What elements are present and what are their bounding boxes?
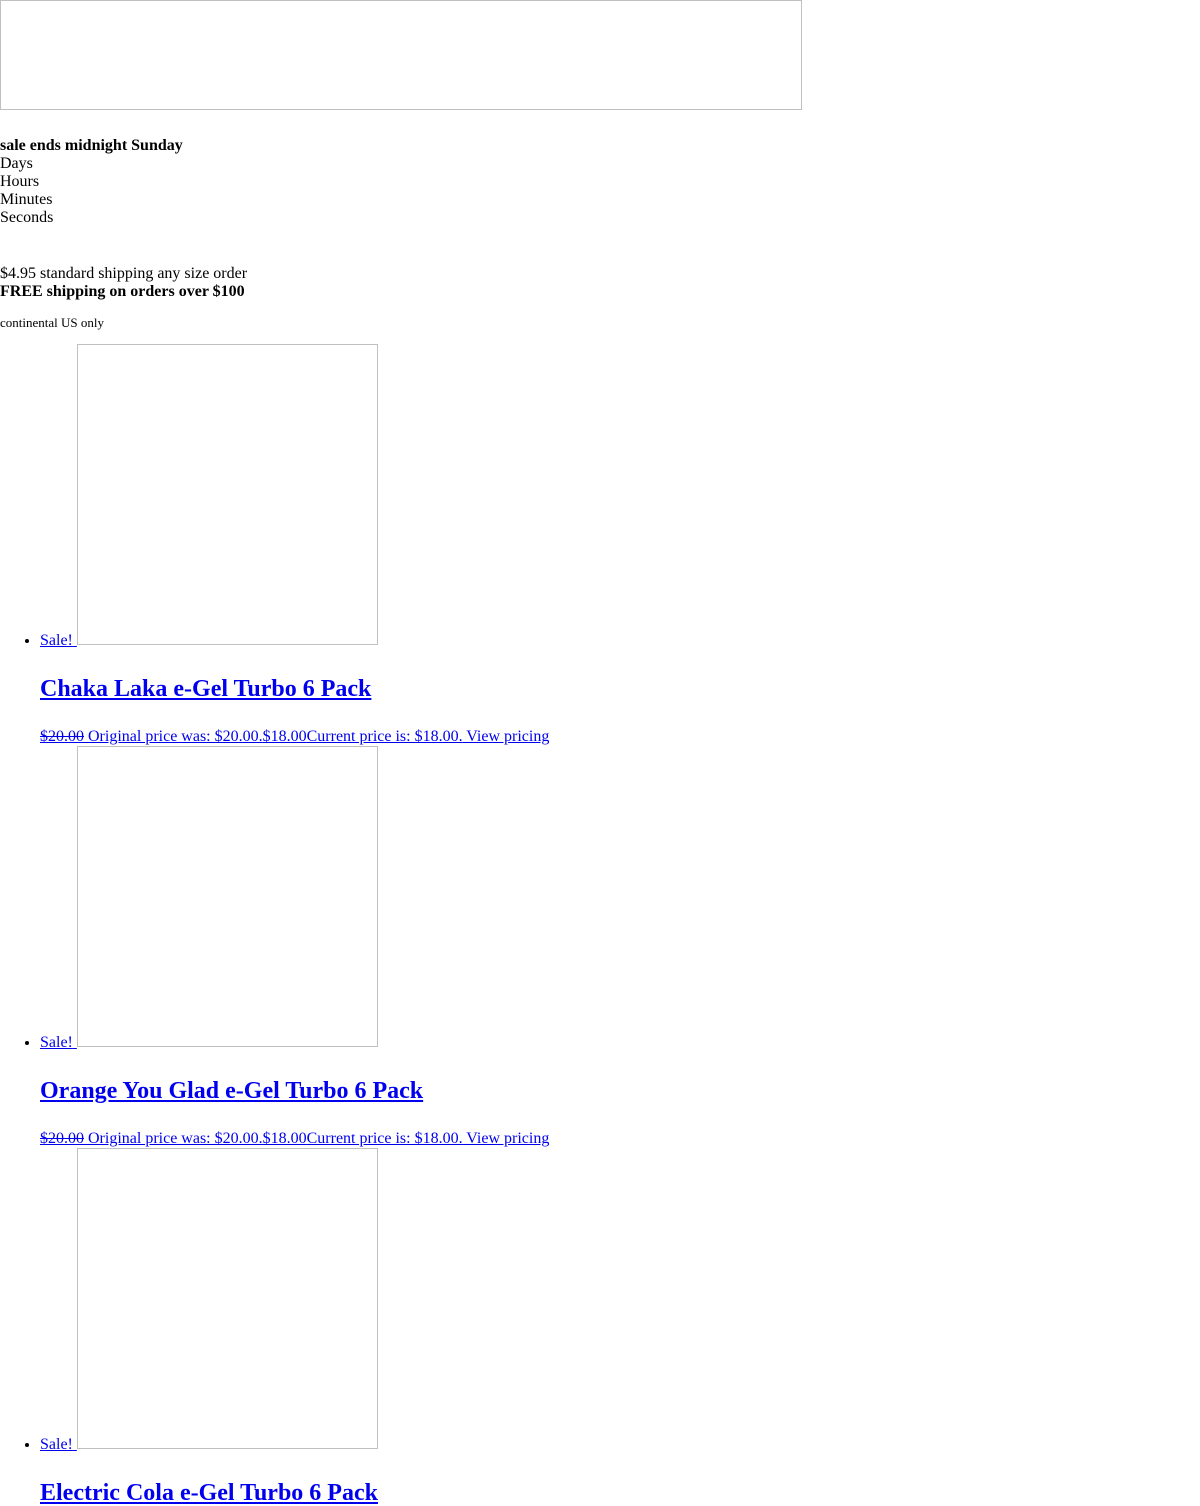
banner-image bbox=[0, 0, 802, 110]
product-item: Sale! Chaka Laka e-Gel Turbo 6 Pack $20.… bbox=[40, 344, 1200, 746]
shipping-note: continental US only bbox=[0, 315, 104, 330]
sale-heading: sale ends midnight Sunday bbox=[0, 137, 183, 154]
old-price: $20.00 bbox=[40, 1130, 84, 1147]
view-pricing-link[interactable]: View pricing bbox=[462, 728, 550, 745]
product-item: Sale! Electric Cola e-Gel Turbo 6 Pack bbox=[40, 1148, 1200, 1506]
old-price-sr: Original price was: $20.00. bbox=[84, 728, 263, 745]
countdown-hours-label: Hours bbox=[0, 173, 40, 190]
new-price: $18.00 bbox=[262, 728, 307, 745]
product-title: Orange You Glad e-Gel Turbo 6 Pack bbox=[40, 1078, 1200, 1104]
countdown-days-label: Days bbox=[0, 155, 33, 172]
product-title-link[interactable]: Electric Cola e-Gel Turbo 6 Pack bbox=[40, 1480, 378, 1506]
product-link[interactable]: Sale! bbox=[40, 746, 378, 1051]
product-title: Chaka Laka e-Gel Turbo 6 Pack bbox=[40, 676, 1200, 702]
product-title: Electric Cola e-Gel Turbo 6 Pack bbox=[40, 1480, 1200, 1506]
sale-badge: Sale! bbox=[40, 632, 73, 649]
product-image bbox=[76, 1148, 378, 1449]
countdown-minutes-label: Minutes bbox=[0, 191, 53, 208]
product-title-link[interactable]: Orange You Glad e-Gel Turbo 6 Pack bbox=[40, 1078, 424, 1104]
product-item: Sale! Orange You Glad e-Gel Turbo 6 Pack… bbox=[40, 746, 1200, 1148]
product-list: Sale! Chaka Laka e-Gel Turbo 6 Pack $20.… bbox=[0, 344, 1200, 1506]
countdown: Days Hours Minutes Seconds bbox=[0, 155, 1200, 227]
price-link[interactable]: $20.00 Original price was: $20.00.$18.00… bbox=[40, 1130, 1200, 1148]
sale-badge: Sale! bbox=[40, 1436, 73, 1453]
new-price: $18.00 bbox=[262, 1130, 307, 1147]
product-title-link[interactable]: Chaka Laka e-Gel Turbo 6 Pack bbox=[40, 676, 372, 702]
shipping-standard: $4.95 standard shipping any size order bbox=[0, 265, 248, 282]
sale-badge: Sale! bbox=[40, 1034, 73, 1051]
view-pricing-link[interactable]: View pricing bbox=[462, 1130, 550, 1147]
old-price: $20.00 bbox=[40, 728, 84, 745]
countdown-seconds-label: Seconds bbox=[0, 209, 54, 226]
product-image bbox=[76, 746, 378, 1047]
product-link[interactable]: Sale! bbox=[40, 1148, 378, 1453]
new-price-sr: Current price is: $18.00. bbox=[306, 1130, 463, 1147]
shipping-free: FREE shipping on orders over $100 bbox=[0, 283, 245, 300]
shipping-info: $4.95 standard shipping any size order F… bbox=[0, 265, 1200, 330]
product-link[interactable]: Sale! bbox=[40, 344, 378, 649]
price-link[interactable]: $20.00 Original price was: $20.00.$18.00… bbox=[40, 728, 1200, 746]
old-price-sr: Original price was: $20.00. bbox=[84, 1130, 263, 1147]
new-price-sr: Current price is: $18.00. bbox=[306, 728, 463, 745]
product-image bbox=[76, 344, 378, 645]
